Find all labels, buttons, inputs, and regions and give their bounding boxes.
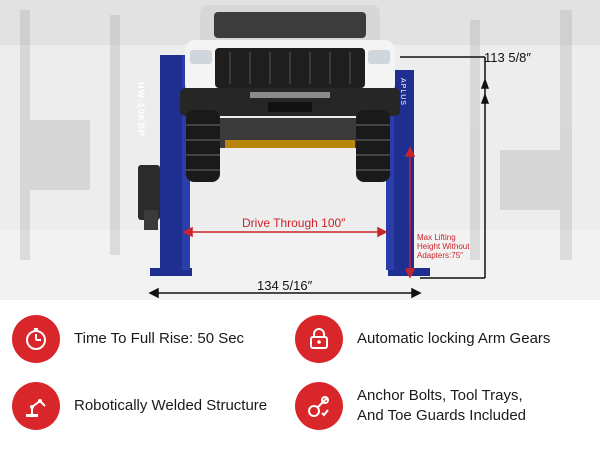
robot-arm-icon <box>12 382 60 430</box>
truck <box>180 5 400 182</box>
model-label: HW-10KBP <box>136 82 146 137</box>
width-dimension <box>148 287 422 299</box>
feature-locking-arm-text: Automatic locking Arm Gears <box>357 330 551 347</box>
feature-welded: Robotically Welded Structure <box>12 382 267 430</box>
max-lifting-line2: Height Without <box>417 242 470 251</box>
max-lifting-line3: Adapters:75″ <box>417 251 463 260</box>
lock-icon <box>295 315 343 363</box>
max-lifting-label: Max Lifting Height Without Adapters:75″ <box>417 233 469 260</box>
product-photo: HW-10KBP APLUS 113 5/8″ Drive Through 10… <box>0 0 600 300</box>
lift-illustration <box>0 0 600 300</box>
width-label: 134 5/16″ <box>257 278 313 293</box>
brand-label: APLUS <box>399 78 406 106</box>
feature-included: Anchor Bolts, Tool Trays, And Toe Guards… <box>295 382 526 430</box>
right-post <box>392 70 414 270</box>
feature-included-text: Anchor Bolts, Tool Trays, And Toe Guards… <box>357 387 527 424</box>
stopwatch-icon <box>12 315 60 363</box>
max-lifting-line1: Max Lifting <box>417 233 456 242</box>
power-unit <box>138 165 160 220</box>
left-base-plate <box>150 268 192 276</box>
height-dimension <box>400 56 490 279</box>
drive-through-dimension <box>182 226 388 238</box>
feature-full-rise: Time To Full Rise: 50 Sec <box>12 315 244 363</box>
left-post <box>160 55 182 270</box>
feature-welded-text: Robotically Welded Structure <box>74 397 268 414</box>
height-label: 113 5/8″ <box>484 50 532 65</box>
features-section: Time To Full Rise: 50 Sec Automatic lock… <box>0 300 600 450</box>
feature-locking-arm: Automatic locking Arm Gears <box>295 315 550 363</box>
tools-icon <box>295 382 343 430</box>
max-height-dimension <box>404 146 416 279</box>
feature-full-rise-text: Time To Full Rise: 50 Sec <box>74 330 245 347</box>
drive-through-label: Drive Through 100″ <box>242 216 346 230</box>
